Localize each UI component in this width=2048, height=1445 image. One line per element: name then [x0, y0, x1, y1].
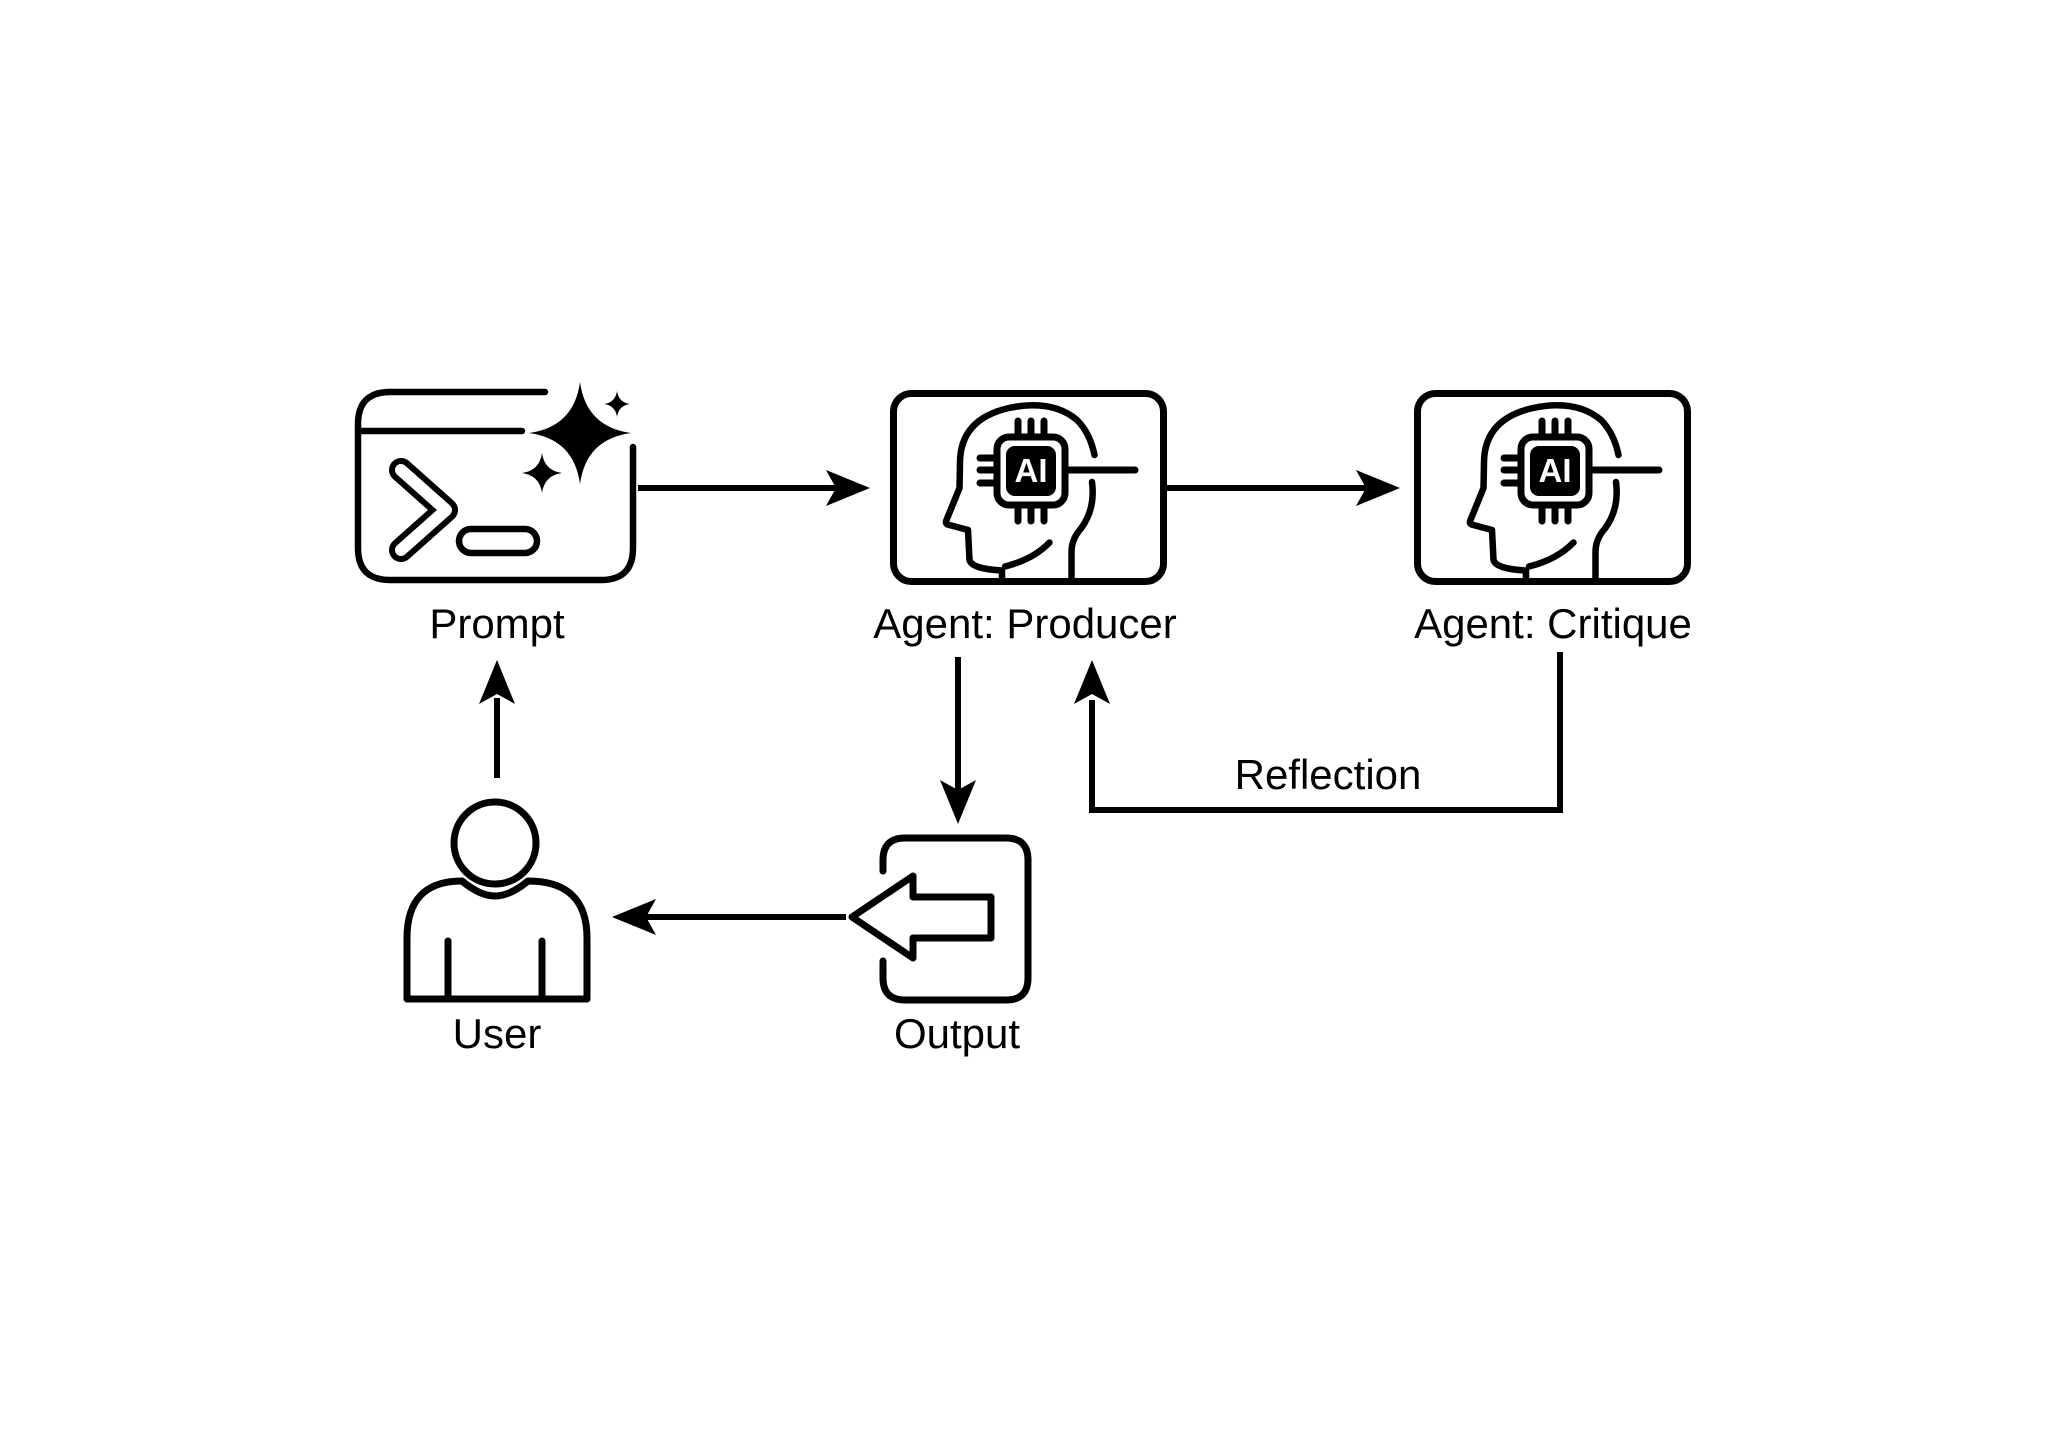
producer-icon [894, 394, 1164, 582]
prompt-label: Prompt [429, 600, 565, 647]
producer-node: Agent: Producer [873, 394, 1177, 647]
output-box [879, 834, 1032, 1004]
prompt-node: Prompt [354, 382, 637, 647]
user-node: User [403, 798, 591, 1057]
edge-reflection [1089, 652, 1563, 813]
arrowhead-prompt-producer [826, 470, 870, 506]
producer-label: Agent: Producer [873, 600, 1177, 647]
output-label: Output [894, 1010, 1020, 1057]
terminal-chevron-inner [395, 464, 452, 556]
sparkle-small-bottom [522, 453, 562, 493]
user-label: User [453, 1010, 542, 1057]
critique-icon [1418, 394, 1688, 582]
export-arrow-icon [848, 872, 995, 962]
person-body [403, 877, 591, 1003]
edges: Reflection [479, 470, 1563, 935]
output-node: Output [848, 834, 1032, 1057]
reflection-label: Reflection [1235, 751, 1422, 798]
arrowhead-reflection [1074, 660, 1110, 704]
arrowhead-output-user [612, 899, 656, 935]
sparkle-large [529, 382, 631, 484]
terminal-cursor-dash [455, 525, 541, 557]
sparkles-icon [522, 382, 631, 493]
critique-node: Agent: Critique [1414, 394, 1692, 647]
sparkle-small-top [604, 391, 630, 417]
arrowhead-producer-output [940, 780, 976, 824]
arrowhead-producer-critique [1356, 470, 1400, 506]
arrowhead-user-prompt [479, 660, 515, 704]
critique-label: Agent: Critique [1414, 600, 1692, 647]
person-head [450, 798, 540, 888]
